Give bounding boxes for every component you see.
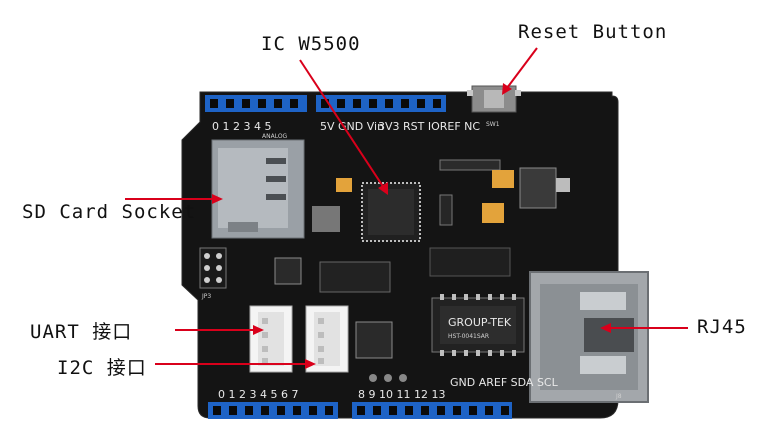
silk-sw1: SW1 — [486, 121, 500, 128]
label-sd-card-socket: SD Card Socket — [22, 201, 197, 223]
w5500-chip — [361, 182, 421, 242]
label-i2c-port: I2C 接口 — [57, 357, 147, 379]
silk-transformer-model: HST-0041SAR — [448, 333, 489, 340]
header-top-left — [205, 95, 307, 112]
reset-switch — [467, 85, 521, 113]
silk-j8: J8 — [615, 393, 622, 400]
silk-power-pins: 5V GND Vin — [320, 120, 384, 133]
header-bottom-right — [352, 402, 512, 419]
silk-bottom-right-pins: 8 9 10 11 12 13 — [358, 388, 445, 401]
silk-bottom-left-pins: 0 1 2 3 4 5 6 7 — [218, 388, 298, 401]
ethernet-transformer — [431, 294, 525, 356]
label-reset-button: Reset Button — [518, 21, 668, 43]
uart-connector-body — [249, 305, 293, 373]
silk-bottom-right-tail: GND AREF SDA SCL — [450, 376, 559, 389]
label-ic-w5500: IC W5500 — [261, 33, 361, 55]
silk-analog: ANALOG — [262, 133, 288, 140]
header-bottom-left — [208, 402, 338, 419]
components — [274, 159, 570, 382]
silk-power-pins-2: 3V3 RST IOREF NC — [378, 120, 480, 133]
label-uart-port: UART 接口 — [30, 321, 133, 343]
rj45-jack — [529, 271, 649, 403]
header-top-middle — [316, 95, 446, 112]
silk-top-left-pins: 0 1 2 3 4 5 — [212, 120, 271, 133]
annotation-arrows — [125, 47, 688, 369]
sd-card-socket — [211, 139, 305, 239]
silk-transformer-brand: GROUP-TEK — [448, 316, 512, 329]
silk-jp3: JP3 — [201, 293, 211, 300]
jp3-header — [199, 247, 227, 289]
label-rj45: RJ45 — [697, 316, 747, 338]
i2c-connector-body — [305, 305, 349, 373]
